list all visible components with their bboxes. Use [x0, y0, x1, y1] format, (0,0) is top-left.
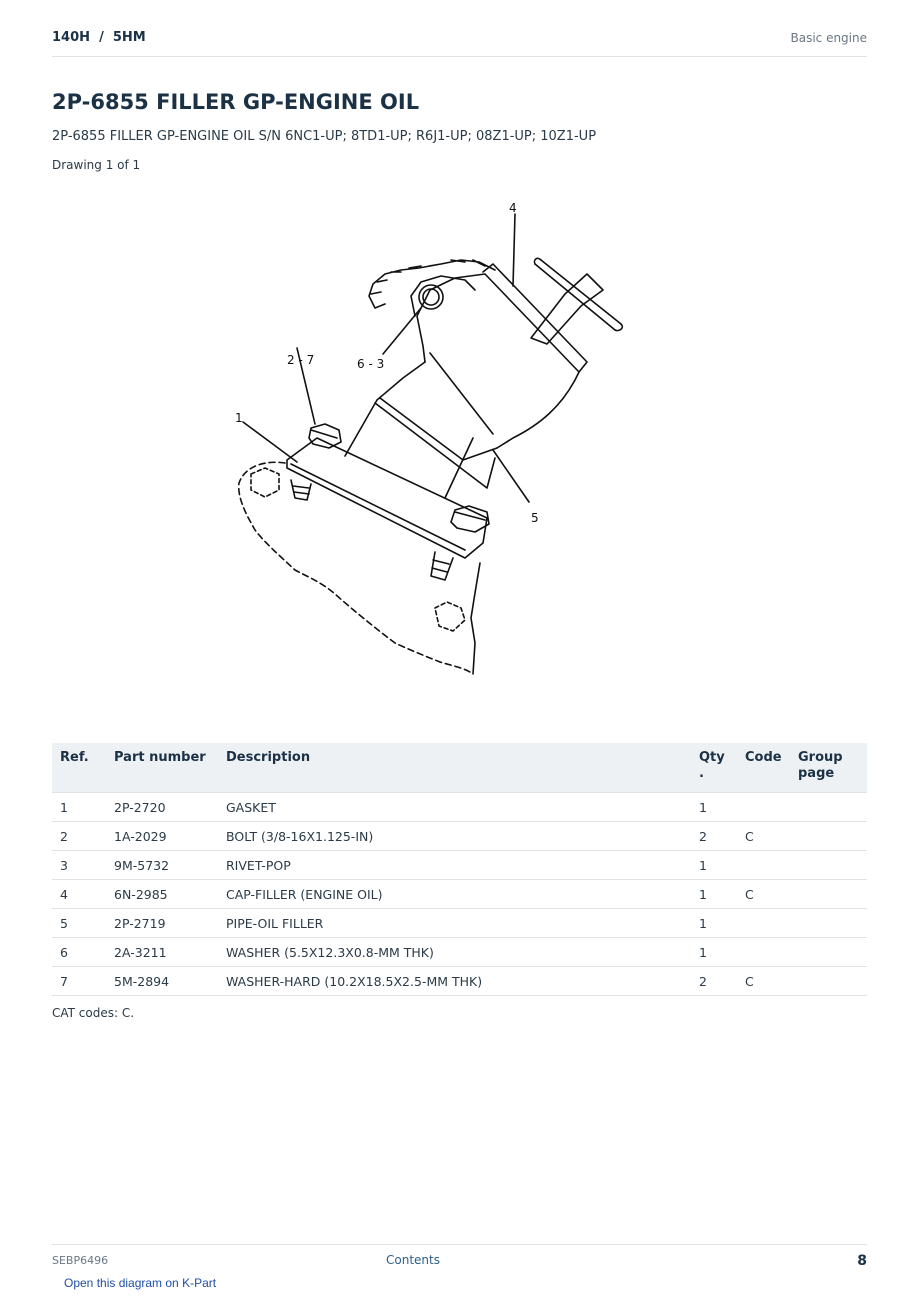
- cell-code: C: [737, 879, 790, 909]
- cell-group-page: [790, 937, 867, 967]
- hex-boss-left: [250, 467, 280, 498]
- t-handle: [530, 273, 604, 345]
- chain: [368, 259, 496, 309]
- cell-part-number: 2P-2719: [106, 908, 218, 938]
- cell-description: PIPE-OIL FILLER: [218, 908, 691, 938]
- table-row: 1 2P-2720 GASKET 1: [52, 792, 867, 822]
- bolt-right: [450, 505, 490, 533]
- leader-4: [512, 213, 516, 287]
- cell-code: [737, 908, 790, 938]
- cell-ref: 1: [52, 792, 106, 822]
- engine-block-outline: [237, 461, 474, 675]
- page-title: 2P-6855 FILLER GP-ENGINE OIL: [52, 90, 420, 114]
- cell-code: [737, 850, 790, 880]
- table-row: 5 2P-2719 PIPE-OIL FILLER 1: [52, 908, 867, 938]
- cell-ref: 4: [52, 879, 106, 909]
- table-header-row: Ref. Part number Description Qty . Code …: [52, 743, 867, 793]
- cell-qty: 1: [691, 908, 737, 938]
- bolt-left: [308, 423, 342, 449]
- open-kpart-link[interactable]: Open this diagram on K-Part: [64, 1276, 217, 1290]
- cell-ref: 3: [52, 850, 106, 880]
- callout-4: 4: [509, 201, 517, 215]
- leader-1: [242, 421, 298, 463]
- table-row: 3 9M-5732 RIVET-POP 1: [52, 850, 867, 880]
- cell-ref: 7: [52, 966, 106, 996]
- filler-cap: [416, 273, 580, 449]
- col-ref: Ref.: [52, 743, 106, 793]
- cell-part-number: 1A-2029: [106, 821, 218, 851]
- chain-tab: [410, 275, 476, 317]
- cell-group-page: [790, 792, 867, 822]
- section-label: Basic engine: [790, 31, 867, 45]
- col-qty: Qty .: [691, 743, 737, 793]
- leader-6-3: [382, 307, 422, 355]
- cell-group-page: [790, 850, 867, 880]
- cell-part-number: 2A-3211: [106, 937, 218, 967]
- stud-left: [290, 479, 312, 501]
- leader-5: [492, 449, 530, 503]
- table-row: 4 6N-2985 CAP-FILLER (ENGINE OIL) 1 C: [52, 879, 867, 909]
- callout-1: 1: [235, 411, 243, 425]
- rivet-hole: [418, 284, 444, 310]
- table-row: 6 2A-3211 WASHER (5.5X12.3X0.8-MM THK) 1: [52, 937, 867, 967]
- cell-code: C: [737, 966, 790, 996]
- col-group-page: Group page: [790, 743, 867, 793]
- cell-ref: 5: [52, 908, 106, 938]
- callout-6-3: 6 - 3: [357, 357, 384, 371]
- cell-ref: 2: [52, 821, 106, 851]
- engine-block-edge: [470, 562, 481, 675]
- cap-rim: [482, 263, 588, 373]
- cell-qty: 1: [691, 850, 737, 880]
- col-part-number: Part number: [106, 743, 218, 793]
- contents-link[interactable]: Contents: [386, 1253, 440, 1267]
- cell-qty: 1: [691, 879, 737, 909]
- leader-2-7: [296, 347, 316, 425]
- page-header: 140H / 5HM Basic engine: [52, 28, 867, 57]
- cell-qty: 1: [691, 937, 737, 967]
- cell-part-number: 5M-2894: [106, 966, 218, 996]
- parts-table: Ref. Part number Description Qty . Code …: [52, 743, 867, 996]
- page-number: 8: [857, 1253, 867, 1269]
- table-row: 7 5M-2894 WASHER-HARD (10.2X18.5X2.5-MM …: [52, 966, 867, 996]
- cell-group-page: [790, 908, 867, 938]
- cell-qty: 1: [691, 792, 737, 822]
- cell-description: RIVET-POP: [218, 850, 691, 880]
- cell-qty: 2: [691, 821, 737, 851]
- drawing-count: Drawing 1 of 1: [52, 158, 141, 172]
- col-description: Description: [218, 743, 691, 793]
- table-row: 2 1A-2029 BOLT (3/8-16X1.125-IN) 2 C: [52, 821, 867, 851]
- cell-code: [737, 937, 790, 967]
- flange-plate: [286, 437, 488, 559]
- cell-description: WASHER (5.5X12.3X0.8-MM THK): [218, 937, 691, 967]
- model-label: 140H / 5HM: [52, 30, 146, 45]
- cell-description: CAP-FILLER (ENGINE OIL): [218, 879, 691, 909]
- callout-2-7: 2 - 7: [287, 353, 314, 367]
- cell-part-number: 9M-5732: [106, 850, 218, 880]
- cell-part-number: 2P-2720: [106, 792, 218, 822]
- cat-codes-note: CAT codes: C.: [52, 1006, 135, 1020]
- cell-code: C: [737, 821, 790, 851]
- cell-description: GASKET: [218, 792, 691, 822]
- cell-ref: 6: [52, 937, 106, 967]
- col-code: Code: [737, 743, 790, 793]
- cell-description: WASHER-HARD (10.2X18.5X2.5-MM THK): [218, 966, 691, 996]
- cell-qty: 2: [691, 966, 737, 996]
- filler-pipe: [344, 361, 496, 499]
- cell-group-page: [790, 966, 867, 996]
- document-number: SEBP6496: [52, 1254, 109, 1267]
- cell-group-page: [790, 821, 867, 851]
- hex-boss-right: [434, 601, 466, 632]
- serial-subtitle: 2P-6855 FILLER GP-ENGINE OIL S/N 6NC1-UP…: [52, 129, 597, 144]
- cell-code: [737, 792, 790, 822]
- stud-right: [430, 551, 454, 581]
- callout-5: 5: [531, 511, 539, 525]
- parts-diagram: 4 2 - 7 6 - 3 1 5: [235, 201, 624, 675]
- page-footer: SEBP6496 Contents 8: [52, 1244, 867, 1275]
- cell-part-number: 6N-2985: [106, 879, 218, 909]
- cell-group-page: [790, 879, 867, 909]
- cell-description: BOLT (3/8-16X1.125-IN): [218, 821, 691, 851]
